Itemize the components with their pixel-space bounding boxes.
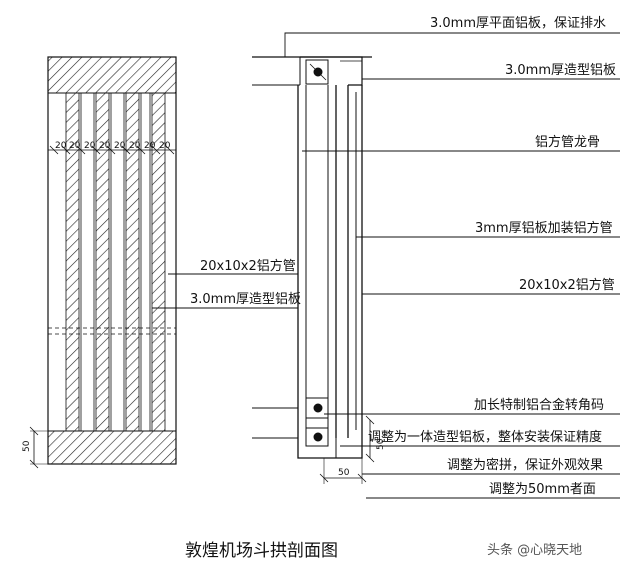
- dim-right-base-width: 50: [338, 468, 350, 478]
- dim-slat-width: 20: [99, 141, 111, 151]
- callout-keel: 铝方管龙骨: [535, 134, 600, 150]
- left-slat: [151, 92, 166, 432]
- callout-panel-tube: 3mm厚铝板加装铝方管: [475, 220, 613, 236]
- dim-slat-width: 20: [129, 141, 141, 151]
- dim-slat-width: 20: [114, 141, 126, 151]
- callout-tight-joint: 调整为密拼，保证外观效果: [447, 457, 603, 473]
- callout-profile-panel: 3.0mm厚造型铝板: [505, 63, 616, 78]
- left-callout-tube: 20x10x2铝方管: [200, 258, 296, 274]
- callout-tube: 20x10x2铝方管: [519, 277, 615, 293]
- callout-fascia: 调整为50mm者面: [489, 482, 596, 497]
- left-elevation: 20 20 20 20 20 20 20 20 50: [22, 56, 177, 469]
- left-top-hatch: [47, 56, 177, 94]
- dim-slat-width: 20: [55, 141, 67, 151]
- left-dim-ticks: [49, 145, 175, 155]
- left-callouts: 20x10x2铝方管 3.0mm厚造型铝板: [152, 258, 301, 309]
- callout-flat-panel: 3.0mm厚平面铝板，保证排水: [430, 16, 606, 31]
- callout-corner-bracket: 加长特制铝合金转角码: [474, 397, 604, 413]
- dim-slat-width: 20: [69, 141, 81, 151]
- callout-integral-panel: 调整为一体造型铝板，整体安装保证精度: [368, 429, 602, 445]
- dim-right-base-height: 50: [376, 438, 386, 450]
- right-section: [252, 56, 375, 484]
- dim-slat-width: 20: [84, 141, 96, 151]
- dim-slat-width: 20: [159, 141, 171, 151]
- drawing-caption: 敦煌机场斗拱剖面图: [185, 541, 338, 561]
- left-slat: [65, 92, 80, 432]
- right-callouts: [284, 32, 620, 499]
- left-slat: [125, 92, 140, 432]
- left-callout-profile-panel: 3.0mm厚造型铝板: [190, 292, 301, 307]
- dim-left-base-height: 50: [22, 440, 32, 452]
- left-bottom-hatch: [47, 430, 177, 465]
- dim-slat-width: 20: [144, 141, 156, 151]
- left-tube-lines: [80, 93, 151, 431]
- watermark: 头条 @心晓天地: [487, 542, 582, 558]
- left-slat: [95, 92, 110, 432]
